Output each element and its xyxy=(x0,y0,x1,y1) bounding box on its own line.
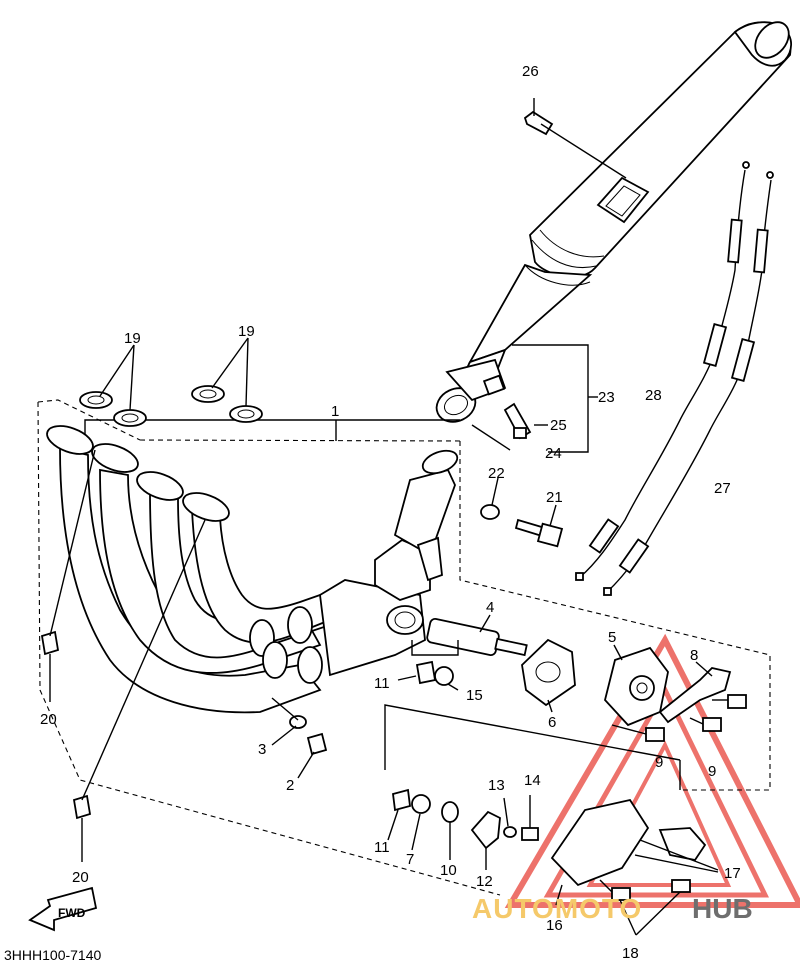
callout-12: 12 xyxy=(476,873,493,890)
nuts-20 xyxy=(40,449,206,862)
callout-5: 5 xyxy=(608,629,616,646)
bolt-25 xyxy=(503,402,532,440)
callout-2: 2 xyxy=(286,777,294,794)
callout-7: 7 xyxy=(406,851,414,868)
fwd-label: FWD xyxy=(58,906,86,920)
callout-13: 13 xyxy=(488,777,505,794)
bushings-11-15 xyxy=(397,640,459,691)
muffler xyxy=(435,21,793,423)
callout-15: 15 xyxy=(466,687,483,704)
callout-22: 22 xyxy=(488,465,505,482)
callout-20-lower: 20 xyxy=(72,869,89,886)
gasket-6 xyxy=(521,638,576,713)
callout-14: 14 xyxy=(524,772,541,789)
callout-20-upper: 20 xyxy=(40,711,57,728)
watermark-text-automoto: AUTOMOTO xyxy=(472,893,642,924)
callout-6: 6 xyxy=(548,714,556,731)
bolt-21-washer-22 xyxy=(480,477,564,548)
callout-10: 10 xyxy=(440,862,457,879)
exhaust-headers xyxy=(46,425,459,714)
bolt-26 xyxy=(523,98,627,179)
watermark-text: AUTOMOTO HUB xyxy=(472,893,753,924)
callout-23: 23 xyxy=(598,389,615,406)
gaskets-19 xyxy=(79,337,263,427)
callout-25: 25 xyxy=(550,417,567,434)
callout-21: 21 xyxy=(546,489,563,506)
callout-11-lower: 11 xyxy=(374,839,390,856)
callout-4: 4 xyxy=(486,599,494,616)
callouts: 26 19 19 1 23 25 24 28 27 22 21 4 5 8 11… xyxy=(40,63,741,962)
callout-1: 1 xyxy=(331,403,339,420)
exhaust-valve-4 xyxy=(426,614,528,657)
callout-9-left: 9 xyxy=(655,754,663,771)
callout-9-right: 9 xyxy=(708,763,716,780)
callout-17: 17 xyxy=(724,865,741,882)
callout-26: 26 xyxy=(522,63,539,80)
callout-27: 27 xyxy=(714,480,731,497)
bolts-9 xyxy=(611,694,747,742)
callout-8: 8 xyxy=(690,647,698,664)
valve-housing-5 xyxy=(604,644,669,727)
callout-19-left: 19 xyxy=(124,330,141,347)
pulley-bracket-8 xyxy=(658,661,732,724)
callout-28: 28 xyxy=(645,387,662,404)
callout-3: 3 xyxy=(258,741,266,758)
watermark-text-hub: HUB xyxy=(692,893,753,924)
part-code: 3HHH100-7140 xyxy=(4,947,101,963)
callout-24: 24 xyxy=(545,445,562,462)
callout-19-right: 19 xyxy=(238,323,255,340)
fwd-arrow-icon: FWD xyxy=(28,886,98,932)
callout-18: 18 xyxy=(622,945,639,962)
bolt-2-washer-3 xyxy=(271,697,328,779)
lower-small-parts xyxy=(387,788,539,870)
throttle-cables xyxy=(575,161,774,596)
callout-11-upper: 11 xyxy=(374,675,390,692)
callout-16: 16 xyxy=(546,917,563,934)
cover-16-17 xyxy=(550,798,719,936)
